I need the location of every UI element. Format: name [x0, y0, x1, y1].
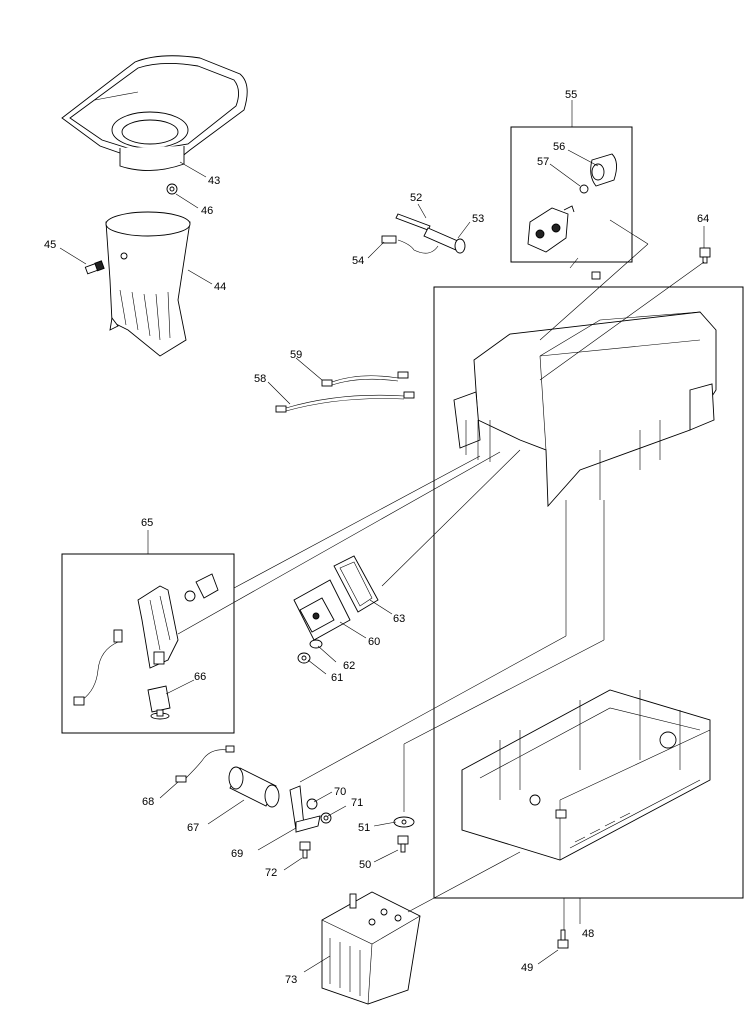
part-62-washer	[309, 639, 323, 649]
group-frame-48	[433, 286, 744, 899]
part-65-bracket	[137, 585, 179, 669]
leader-lines	[59, 100, 705, 973]
part-46-nut	[166, 183, 178, 195]
label-50: 50	[359, 859, 371, 871]
label-54: 54	[352, 255, 364, 267]
part-70-washer	[306, 798, 318, 810]
part-65-connector	[184, 573, 219, 602]
label-58: 58	[254, 373, 266, 385]
part-61-nut	[297, 652, 311, 664]
label-67: 67	[187, 822, 199, 834]
label-61: 61	[331, 672, 343, 684]
part-53-shaft	[423, 227, 466, 254]
label-48: 48	[582, 928, 594, 940]
label-51: 51	[358, 822, 370, 834]
label-73: 73	[285, 974, 297, 986]
label-57: 57	[537, 156, 549, 168]
part-65-wire	[73, 629, 123, 706]
part-66-switch	[147, 685, 171, 720]
label-55: 55	[565, 89, 577, 101]
label-45: 45	[44, 239, 56, 251]
part-59-wire	[321, 371, 409, 387]
part-72-screw	[299, 841, 311, 859]
label-70: 70	[334, 786, 346, 798]
part-58-wire	[275, 391, 415, 413]
label-44: 44	[214, 281, 226, 293]
part-50-screw	[397, 835, 409, 853]
label-53: 53	[472, 213, 484, 225]
part-54-clip	[381, 235, 439, 254]
label-62: 62	[343, 660, 355, 672]
label-72: 72	[265, 867, 277, 879]
small-screw-upper	[591, 271, 601, 280]
group-frame-55	[510, 126, 633, 263]
label-43: 43	[208, 175, 220, 187]
part-69-bracket	[289, 785, 321, 833]
label-69: 69	[231, 848, 243, 860]
part-56-knob	[590, 153, 617, 187]
part-71-nut	[320, 812, 332, 824]
part-upper-housing	[453, 311, 717, 508]
label-49: 49	[521, 962, 533, 974]
part-73-motor-cover	[321, 891, 421, 1005]
part-55-switch-body	[527, 205, 575, 253]
part-number-labels: 43 46 45 44 52 53 54 55 56 57 64 59 58 6…	[44, 89, 709, 986]
part-57-washer	[579, 184, 589, 194]
part-lower-tray	[461, 689, 711, 861]
label-66: 66	[194, 671, 206, 683]
label-56: 56	[553, 141, 565, 153]
part-64-screw	[699, 247, 711, 264]
label-60: 60	[368, 636, 380, 648]
label-68: 68	[142, 796, 154, 808]
part-68-wire	[175, 745, 235, 783]
label-63: 63	[393, 613, 405, 625]
label-64: 64	[697, 213, 709, 225]
part-60-socket	[293, 579, 351, 641]
part-45-screw	[84, 260, 105, 275]
label-65: 65	[141, 517, 153, 529]
part-49-screw	[557, 929, 569, 949]
label-59: 59	[290, 349, 302, 361]
label-52: 52	[410, 192, 422, 204]
part-43-hopper	[61, 55, 248, 171]
part-51-washer	[393, 816, 415, 828]
part-67-capacitor	[228, 766, 280, 808]
label-71: 71	[351, 797, 363, 809]
part-63-gasket	[333, 555, 379, 613]
label-46: 46	[201, 205, 213, 217]
part-44-funnel-body	[105, 211, 191, 357]
